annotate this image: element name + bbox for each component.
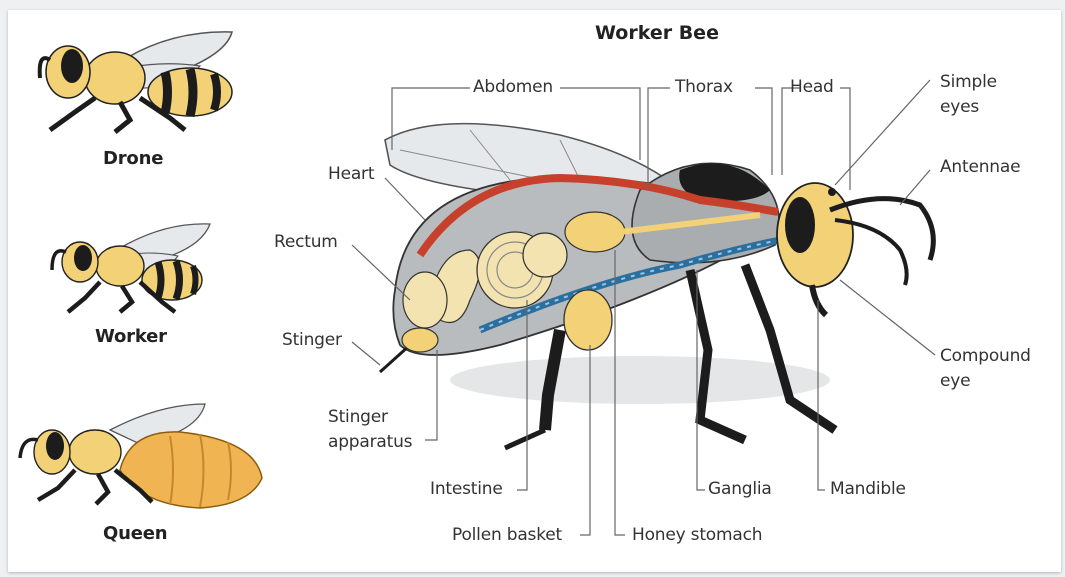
label-thorax: Thorax bbox=[675, 77, 733, 97]
label-abdomen: Abdomen bbox=[473, 77, 553, 97]
caste-label-queen: Queen bbox=[103, 523, 167, 544]
label-heart: Heart bbox=[328, 164, 374, 184]
label-stinger-apparatus-line2: apparatus bbox=[328, 432, 412, 452]
label-compound-eye-line2: eye bbox=[940, 371, 970, 391]
diagram-title: Worker Bee bbox=[595, 22, 719, 44]
drone-illustration bbox=[40, 32, 232, 132]
label-head: Head bbox=[790, 77, 834, 97]
label-compound-eye-line1: Compound bbox=[940, 346, 1031, 366]
caste-label-worker: Worker bbox=[95, 326, 167, 347]
label-stinger-apparatus-line1: Stinger bbox=[328, 407, 388, 427]
label-mandible: Mandible bbox=[830, 479, 906, 499]
worker-illustration bbox=[52, 224, 210, 312]
caste-label-drone: Drone bbox=[103, 148, 163, 169]
label-rectum: Rectum bbox=[274, 232, 338, 252]
label-stinger: Stinger bbox=[282, 330, 342, 350]
label-ganglia: Ganglia bbox=[708, 479, 772, 499]
label-pollen-basket: Pollen basket bbox=[452, 525, 562, 545]
queen-illustration bbox=[20, 404, 262, 508]
label-intestine: Intestine bbox=[430, 479, 503, 499]
label-antennae: Antennae bbox=[940, 157, 1020, 177]
label-simple-eyes-line2: eyes bbox=[940, 97, 979, 117]
label-simple-eyes-line1: Simple bbox=[940, 72, 997, 92]
label-honey-stomach: Honey stomach bbox=[632, 525, 762, 545]
